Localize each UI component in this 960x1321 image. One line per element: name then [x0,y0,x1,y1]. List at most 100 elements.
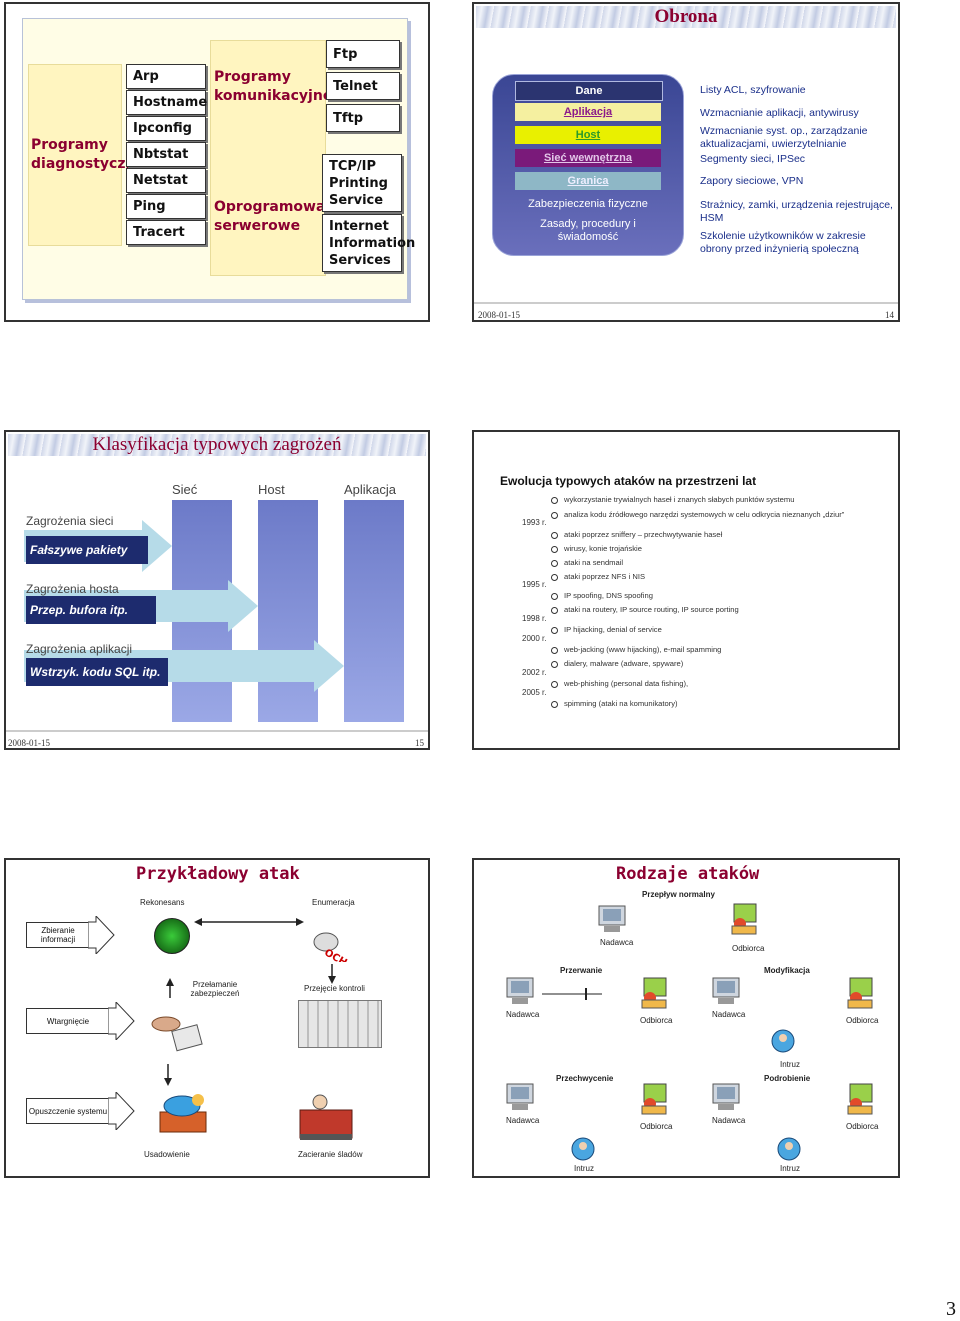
phase-label: Zacieranie śladów [298,1150,363,1159]
page-number: 3 [946,1298,956,1320]
arrow-down-icon [328,964,336,984]
column-label: Host [258,482,285,497]
receiver-label: Odbiorca [640,1122,673,1131]
sender-label: Nadawca [506,1010,540,1019]
year-label: 1998 r. [522,614,547,623]
arrow-icon [194,918,304,926]
attack-item: web-jacking (www hijacking), e-mail spam… [550,645,722,654]
sender-label: Nadawca [712,1116,746,1125]
category-server: Oprogramowanie serwerowe [214,199,350,234]
column-label: Sieć [172,482,198,497]
phase-label: Przełamanie zabezpieczeń [190,980,240,998]
phase-label: Enumeracja [312,898,355,907]
layer-granica: Granica [515,172,661,190]
callout-opuszczenie: Opuszczenie systemu [26,1092,136,1130]
slide-evolution: Ewolucja typowych ataków na przestrzeni … [472,430,900,750]
layer-aplikacja: Aplikacja [515,103,661,121]
category-diagnostic: Programy diagnostyczne [31,137,145,172]
sender-label: Nadawca [600,938,634,947]
layer-dane: Dane [515,81,663,101]
receiver-label: Odbiorca [640,1016,673,1025]
defense-text: Wzmacnianie aplikacji, antywirusy [700,107,859,119]
attack-item: analiza kodu źródłowego narzędzi systemo… [550,510,845,519]
radar-icon [154,918,190,954]
defense-text: Wzmacnianie syst. op., zarządzanie aktua… [700,125,868,150]
sender-label: Nadawca [712,1010,746,1019]
receiver-icon [844,1082,878,1121]
receiver-icon [638,976,672,1015]
attack-item: ataki na sendmail [550,558,624,567]
title-swoosh [476,6,896,28]
slide-example-attack: Przykładowy atak Rekonesans Enumeracja Z… [4,858,430,1178]
computer-icon [710,1082,744,1117]
slide-obrona: Obrona Dane Aplikacja Host Sieć wewnętrz… [472,2,900,322]
threat-label: Zagrożenia sieci [26,514,114,528]
footer-date: 2008-01-15 [8,738,50,748]
attack-item: spimming (ataki na komunikatory) [551,699,678,708]
footer-number: 15 [415,738,424,748]
intruder-icon [570,1136,596,1167]
threat-example: Wstrzyk. kodu SQL itp. [26,658,168,686]
slide-title: Ewolucja typowych ataków na przestrzeni … [500,474,757,488]
interrupt-line-icon [542,988,602,1000]
column-label: Aplikacja [344,482,397,497]
receiver-icon [638,1082,672,1121]
phase-label: Usadowienie [144,1150,190,1159]
stamp-icon: OCH [312,928,352,969]
defense-text: Strażnicy, zamki, urządzenia rejestrując… [700,199,893,224]
sender-label: Nadawca [506,1116,540,1125]
threat-example: Przep. bufora itp. [26,596,156,624]
defense-layers: Dane Aplikacja Host Sieć wewnętrzna Gran… [492,74,684,256]
cleaning-icon [296,1092,356,1142]
arrow-down-icon [164,1064,172,1086]
phase-label: Przejęcie kontroli [304,984,365,993]
receiver-icon [728,902,762,941]
receiver-label: Odbiorca [846,1016,879,1025]
attack-item: dialery, malware (adware, spyware) [550,659,684,668]
phase-label: Rekonesans [140,898,185,907]
program-netstat: Netstat [126,168,206,193]
computer-icon [596,904,630,939]
program-arp: Arp [126,64,206,89]
receiver-icon [844,976,878,1015]
year-label: 1995 r. [522,580,547,589]
arrow-icon [166,978,174,998]
attack-item: web-phishing (personal data fishing), [550,679,689,688]
footer-date: 2008-01-15 [478,310,520,320]
flow-header: Modyfikacja [764,966,810,975]
attack-item: IP spoofing, DNS spoofing [551,591,653,600]
yellow-panel-mid [210,40,326,276]
threat-example: Fałszywe pakiety itp. [26,536,148,585]
program-nbtstat: Nbtstat [126,142,206,167]
program-tracert: Tracert [126,220,206,245]
flow-header: Przerwanie [560,966,603,975]
intruder-label: Intruz [780,1060,801,1069]
callout-wtargniecie: Wtargnięcie [26,1002,136,1040]
slide-attack-types: Rodzaje ataków Przepływ normalny Nadawca… [472,858,900,1178]
keyboard-room-icon [298,1000,382,1048]
flow-header: Podrobienie [764,1074,811,1083]
receiver-label: Odbiorca [732,944,765,953]
threat-label: Zagrożenia aplikacji [26,642,133,656]
year-label: 2005 r. [522,688,547,697]
intruder-icon [770,1028,796,1059]
footer-line [474,302,898,304]
attack-item: IP hijacking, denial of service [551,625,662,634]
attack-item: wykorzystanie trywialnych haseł i znanyc… [550,495,795,504]
category-communication: Programy komunikacyjne [214,69,333,104]
settle-icon [152,1090,214,1138]
computer-icon [504,976,538,1011]
slide-title: Przykładowy atak [136,864,300,884]
slide-programs: Programy diagnostyczne Programy komunika… [4,2,430,322]
program-iis: Internet Information Services [322,214,415,272]
intruder-label: Intruz [574,1164,595,1173]
title-swoosh [8,434,426,456]
attack-item: ataki na routery, IP source routing, IP … [551,605,739,614]
layer-host: Host [515,126,661,144]
year-label: 2000 r. [522,634,547,643]
program-ftp: Ftp [326,40,400,68]
attack-item: ataki poprzez NFS i NIS [550,572,646,581]
computer-icon [504,1082,538,1117]
intruder-label: Intruz [780,1164,801,1173]
defense-text: Szkolenie użytkowników w zakresie obrony… [700,230,866,255]
